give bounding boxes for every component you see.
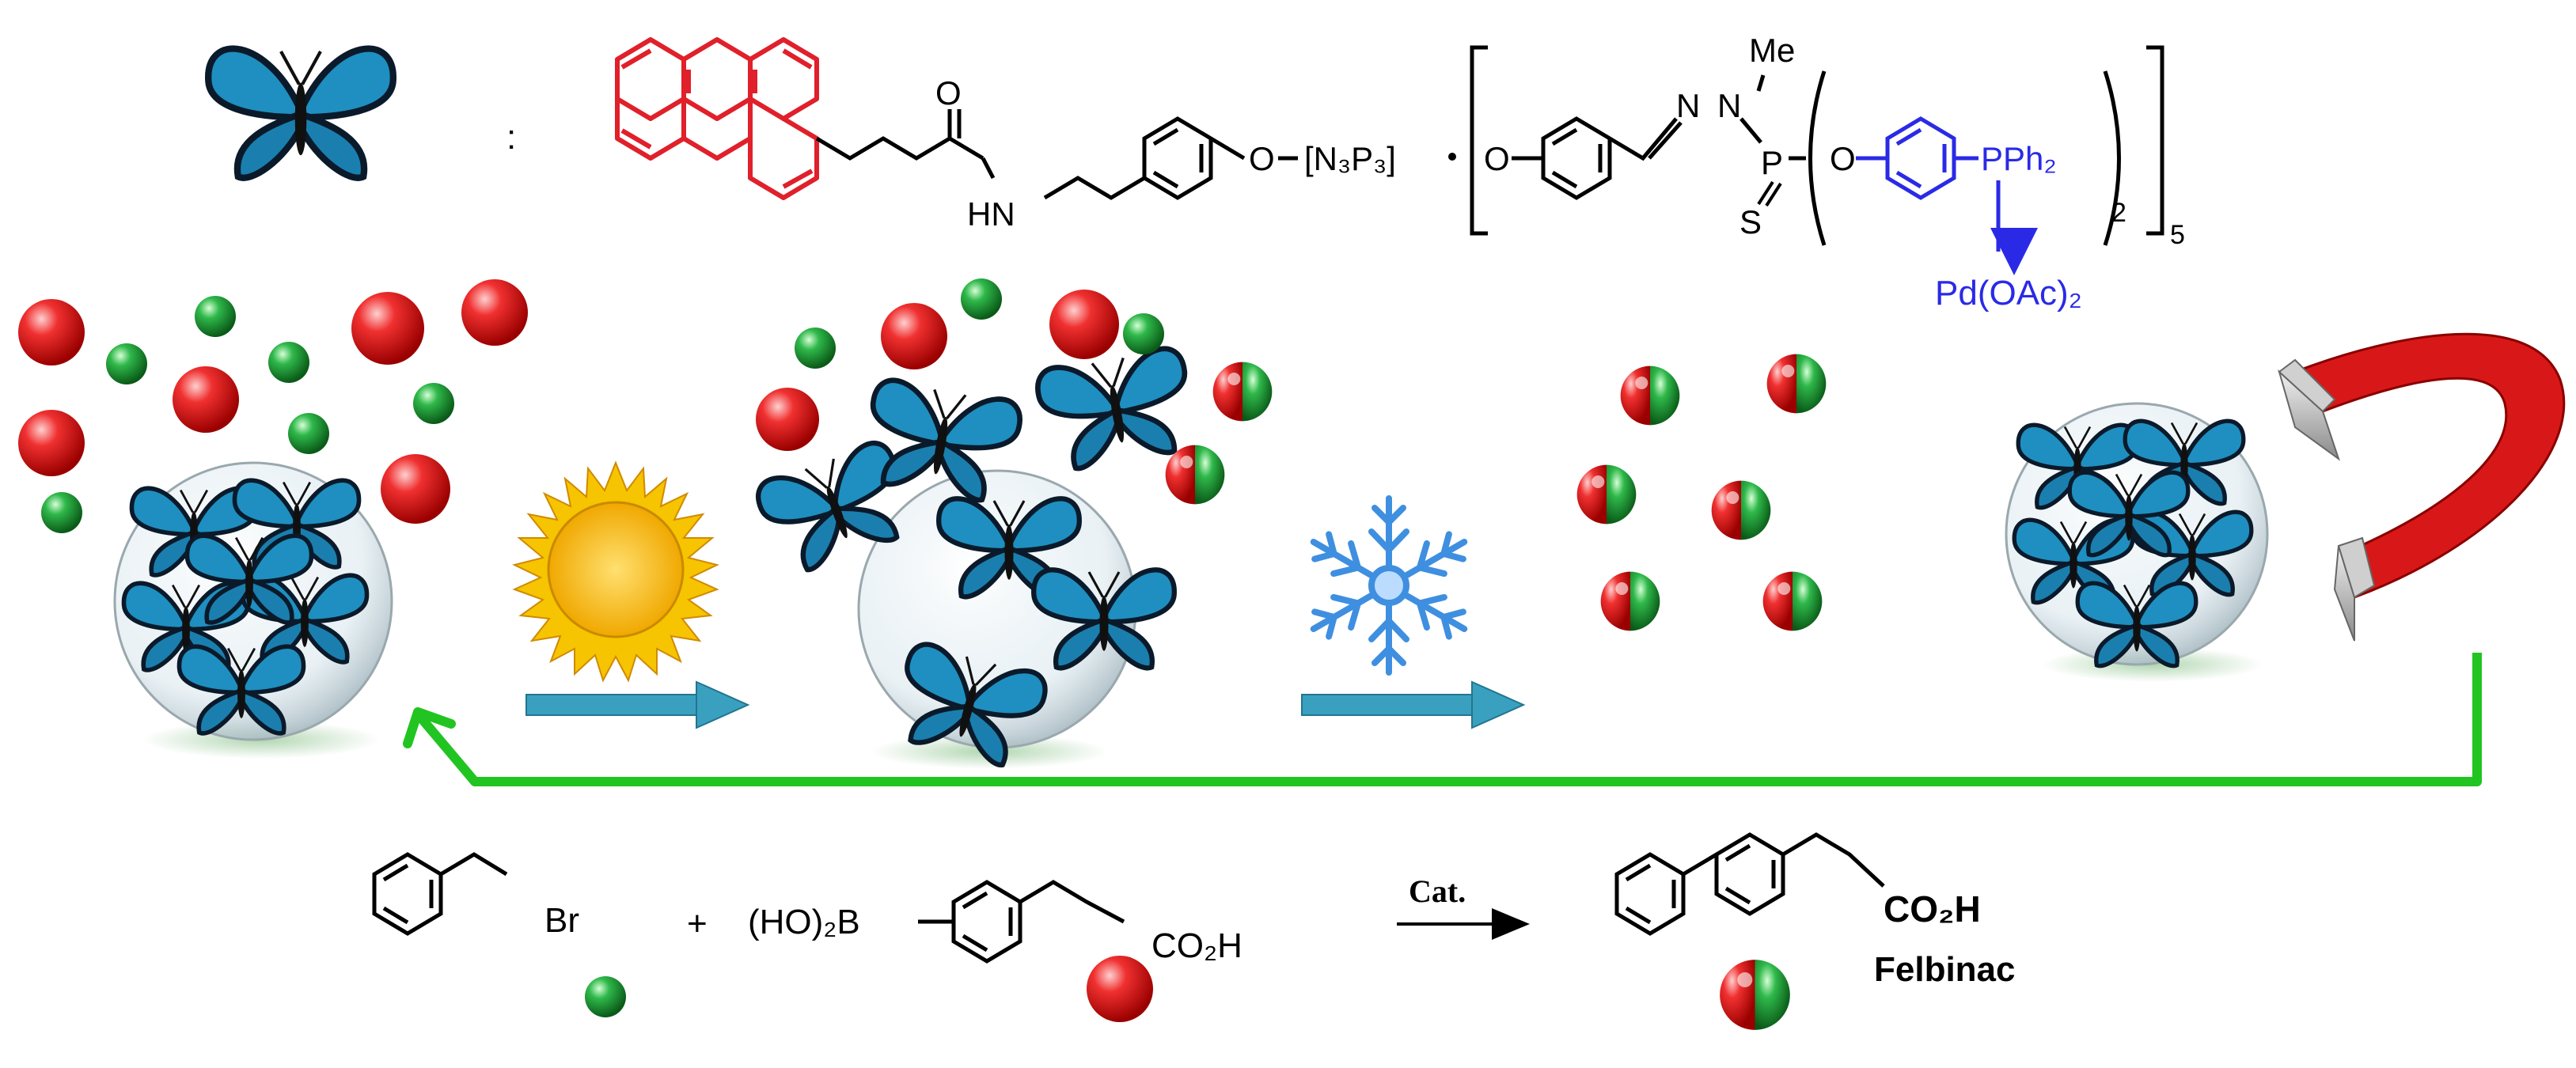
bracket-right <box>2146 45 2164 236</box>
arrow-heating <box>525 680 750 729</box>
methyl-label: Me <box>1749 32 1795 69</box>
sun-icon <box>512 460 719 683</box>
dot-separator <box>1448 153 1456 161</box>
hydrazone-bonds <box>1739 74 1766 144</box>
paren-left <box>1808 70 1827 246</box>
felbinac-structure <box>1614 832 1885 936</box>
hydrazone-n2: N <box>1717 87 1741 124</box>
free-spheres-panel-2 <box>756 278 1273 505</box>
panel-micelle-dispersed <box>753 346 1198 771</box>
phenyl-ring-2 <box>1512 116 1683 200</box>
plus-sign: + <box>687 904 708 943</box>
free-spheres-panel-1 <box>18 279 528 533</box>
product-janus-marker <box>1720 960 1790 1030</box>
carboxylic-acid-product: CO₂H <box>1884 888 1981 930</box>
ether-oxygen-2: O <box>1484 140 1510 177</box>
phenyl-ring-3 <box>1856 116 1978 200</box>
bracket-left <box>1470 45 1488 236</box>
phenyl-ring-1 <box>1142 116 1246 200</box>
snowflake-icon <box>1305 495 1474 672</box>
arrow-cooling <box>1301 680 1526 729</box>
boronic-acid-label: (HO)₂B <box>748 903 860 941</box>
legend-separator: : <box>506 118 516 157</box>
sulfur-atom: S <box>1739 203 1762 240</box>
phosphorus-atom: P <box>1761 144 1783 181</box>
p-s-double-bond <box>1757 180 1782 207</box>
diphenylphosphino: PPh₂ <box>1981 140 2057 177</box>
amide-oxygen: O <box>935 74 962 112</box>
catalyst-label: Cat. <box>1409 873 1466 909</box>
product-name: Felbinac <box>1874 950 2016 989</box>
carboxylic-acid-reactant: CO₂H <box>1151 926 1242 965</box>
palladium-acetate: Pd(OAc)₂ <box>1935 274 2082 312</box>
product-particles <box>1576 354 1827 631</box>
subscript-2: 2 <box>2111 198 2126 228</box>
bromine-label: Br <box>544 901 579 940</box>
panel-catalyst-recovery <box>2005 402 2269 682</box>
pyrene-group <box>615 37 819 200</box>
legend-butterfly-icon <box>208 49 393 178</box>
ether-oxygen-1: O <box>1249 140 1275 177</box>
ether-oxygen-3: O <box>1830 140 1856 177</box>
boronic-acid-ring <box>918 880 1125 964</box>
hydrazone-n1: N <box>1676 87 1700 124</box>
paren-right <box>2103 70 2121 246</box>
magnet-icon <box>2278 332 2566 642</box>
panel-micelle-assembled <box>113 461 393 759</box>
amide-nh: HN <box>967 195 1015 233</box>
green-sphere-marker <box>585 976 626 1017</box>
red-sphere-marker <box>1087 956 1153 1022</box>
recycle-arrow <box>403 653 2482 786</box>
bromobenzene <box>372 852 508 936</box>
subscript-5: 5 <box>2170 220 2185 250</box>
cyclotriphosphazene: [N₃P₃] <box>1304 140 1396 177</box>
amide-linker <box>815 109 1146 200</box>
